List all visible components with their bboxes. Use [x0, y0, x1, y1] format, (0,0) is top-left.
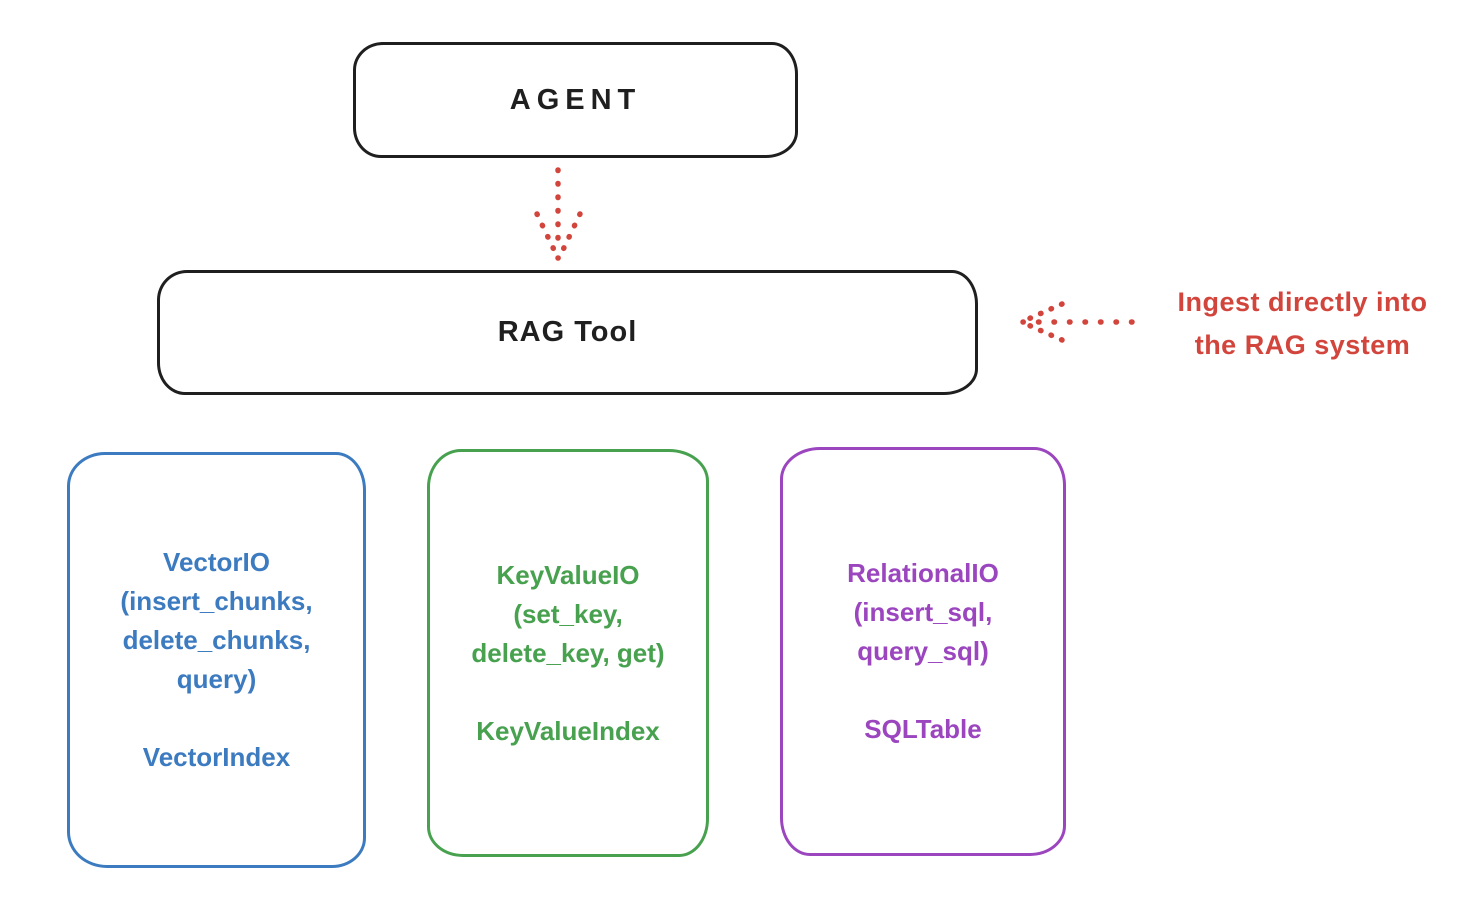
annotation-to-rag-arrow — [1020, 301, 1135, 343]
relational-io-card: RelationalIO (insert_sql, query_sql) SQL… — [780, 447, 1066, 856]
ingest-annotation: Ingest directly into the RAG system — [1130, 281, 1475, 367]
ingest-annotation-line1: Ingest directly into — [1177, 287, 1428, 317]
card-method-line: (insert_sql, — [853, 597, 993, 627]
card-method-line: query) — [176, 664, 257, 694]
agent-to-rag-arrow — [534, 167, 583, 261]
card-method-line: query_sql) — [857, 636, 989, 666]
card-title-line: RelationalIO — [847, 558, 999, 588]
ingest-annotation-line2: the RAG system — [1194, 330, 1411, 360]
agent-node: AGENT — [353, 42, 798, 158]
card-method-line: delete_chunks, — [122, 625, 311, 655]
card-title-line: KeyValueIO — [496, 559, 640, 590]
agent-node-label: AGENT — [509, 83, 642, 116]
card-index-label: KeyValueIndex — [476, 715, 660, 746]
rag-tool-node-label: RAG Tool — [497, 316, 638, 348]
keyvalue-io-card: KeyValueIO (set_key, delete_key, get) Ke… — [427, 449, 709, 857]
card-method-line: (insert_chunks, — [120, 586, 313, 616]
card-index-label: SQLTable — [864, 714, 982, 744]
rag-tool-node: RAG Tool — [157, 270, 978, 395]
card-index-label: VectorIndex — [142, 742, 291, 772]
card-method-line: (set_key, — [513, 598, 623, 629]
vector-io-card: VectorIO (insert_chunks, delete_chunks, … — [67, 452, 366, 868]
card-method-line: delete_key, get) — [471, 637, 665, 668]
card-title-line: VectorIO — [163, 547, 270, 577]
